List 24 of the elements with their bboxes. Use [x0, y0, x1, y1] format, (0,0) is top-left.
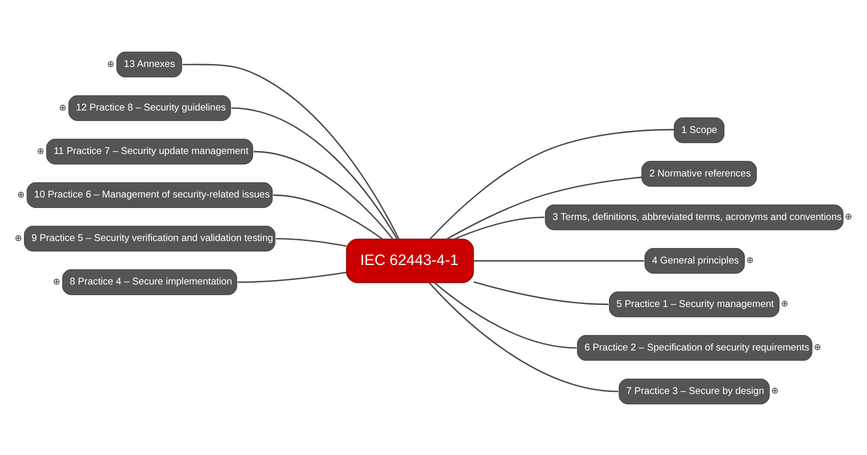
- connector: [231, 106, 398, 239]
- node-label: ⊕: [780, 299, 788, 310]
- node-label: ⊕: [36, 146, 44, 156]
- connector: [276, 237, 347, 246]
- connector: [434, 282, 577, 348]
- connector: [182, 63, 400, 239]
- node-label: ⊕: [107, 59, 114, 70]
- connector: [474, 280, 609, 305]
- connector: [474, 260, 644, 262]
- node-label: ⊕: [52, 276, 60, 287]
- connector: [428, 282, 618, 392]
- node-label: ⊕: [844, 212, 852, 222]
- node-label: ⊕: [14, 233, 22, 244]
- node-label: ⊕: [814, 342, 822, 353]
- node-label: ⊕: [746, 256, 754, 266]
- node-label: ⊕: [17, 190, 25, 200]
- connector: [273, 194, 383, 240]
- connector: [454, 216, 545, 240]
- connector: [254, 150, 394, 239]
- connector: [238, 271, 346, 282]
- node-label: ⊕: [59, 102, 66, 113]
- connector: [429, 128, 674, 240]
- connector: [446, 176, 642, 240]
- node-label: ⊕: [771, 386, 779, 396]
